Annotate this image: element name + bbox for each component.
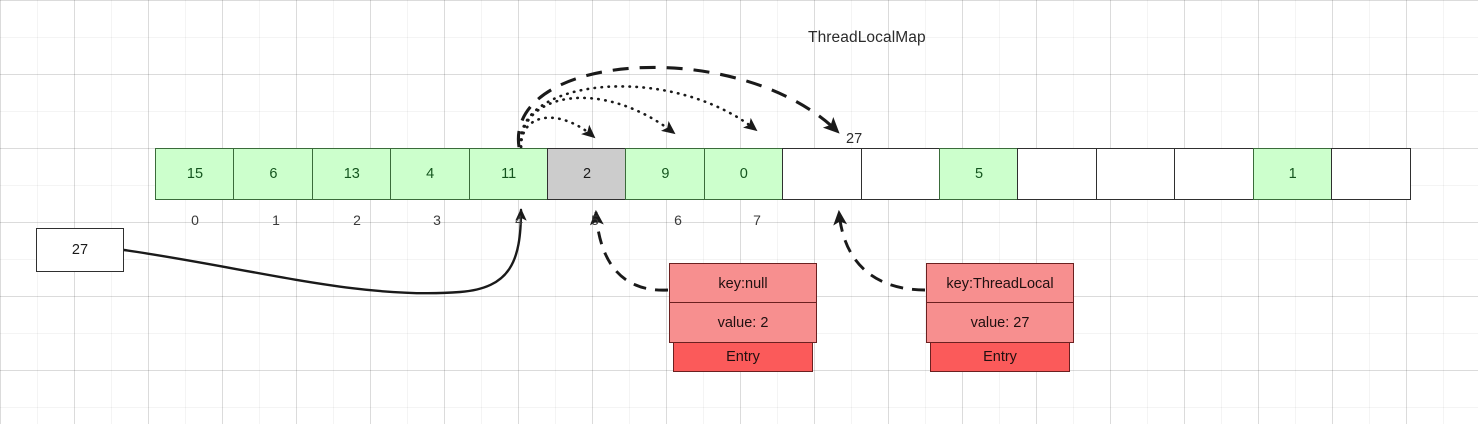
entry-new-key-field: key:ThreadLocal <box>926 263 1074 304</box>
array-cell-4[interactable]: 11 <box>468 148 549 200</box>
page-title: ThreadLocalMap <box>808 29 926 46</box>
probe-arc-4-to-7 <box>519 85 758 149</box>
array-index-label-5: 5 <box>591 212 599 228</box>
array-cell-10[interactable]: 5 <box>939 148 1020 200</box>
probe-arc-4-to-6 <box>519 96 676 149</box>
array-index-label-0: 0 <box>191 212 199 228</box>
array-index-label-1: 1 <box>272 212 280 228</box>
array-cell-13[interactable] <box>1174 148 1255 200</box>
array-cell-10-value: 5 <box>975 166 984 182</box>
hash-table-array: 15 6 13 4 11 2 9 0 5 <box>155 148 1412 200</box>
entry-stale-value-text: value: 2 <box>717 314 769 331</box>
array-cell-14[interactable]: 1 <box>1252 148 1333 200</box>
array-cell-3-value: 4 <box>426 166 435 182</box>
array-cell-4-value: 11 <box>501 166 517 182</box>
source-value-box[interactable]: 27 <box>36 228 124 272</box>
insert-pointer-label: 27 <box>846 131 863 147</box>
entry-stale-key-field: key:null <box>669 263 817 304</box>
entry-box-new[interactable]: key:ThreadLocal value: 27 Entry <box>926 263 1074 372</box>
array-cell-2[interactable]: 13 <box>311 148 392 200</box>
array-index-label-7: 7 <box>753 212 761 228</box>
array-cell-6-value: 9 <box>661 166 670 182</box>
entry-stale-type-text: Entry <box>726 348 760 365</box>
array-cell-5-value: 2 <box>582 166 592 182</box>
array-index-label-4: 4 <box>515 212 523 228</box>
array-cell-1[interactable]: 6 <box>233 148 314 200</box>
array-cell-3[interactable]: 4 <box>390 148 471 200</box>
array-index-label-6: 6 <box>674 212 682 228</box>
array-index-label-2: 2 <box>353 212 361 228</box>
entry-stale-type-tag: Entry <box>673 341 813 372</box>
entry-box-stale[interactable]: key:null value: 2 Entry <box>669 263 817 372</box>
entry-new-type-tag: Entry <box>930 341 1070 372</box>
array-cell-7-value: 0 <box>739 166 748 182</box>
entry-new-value-field: value: 27 <box>926 302 1074 344</box>
entry-new-type-text: Entry <box>983 348 1017 365</box>
array-cell-15[interactable] <box>1331 148 1412 200</box>
array-cell-9[interactable] <box>860 148 941 200</box>
entry-stale-key-text: key:null <box>718 275 768 292</box>
array-cell-1-value: 6 <box>269 166 278 182</box>
source-value-label: 27 <box>71 242 89 258</box>
array-index-label-3: 3 <box>433 212 441 228</box>
insert-arc-4-to-8 <box>517 65 840 148</box>
entry-new-key-text: key:ThreadLocal <box>946 275 1054 292</box>
entry-stale-value-field: value: 2 <box>669 302 817 344</box>
array-cell-14-value: 1 <box>1288 166 1297 182</box>
array-cell-6[interactable]: 9 <box>625 148 706 200</box>
array-cell-12[interactable] <box>1095 148 1176 200</box>
array-cell-2-value: 13 <box>343 166 360 182</box>
array-cell-0[interactable]: 15 <box>155 148 235 200</box>
array-cell-8[interactable] <box>782 148 863 200</box>
array-cell-0-value: 15 <box>186 166 204 182</box>
array-cell-5[interactable]: 2 <box>547 148 628 200</box>
array-cell-11[interactable] <box>1017 148 1098 200</box>
entry-threadlocal-to-slot8-connector <box>833 209 926 292</box>
array-cell-7[interactable]: 0 <box>703 148 784 200</box>
probe-arc-4-to-5 <box>519 116 596 149</box>
entry-new-value-text: value: 27 <box>970 314 1030 331</box>
